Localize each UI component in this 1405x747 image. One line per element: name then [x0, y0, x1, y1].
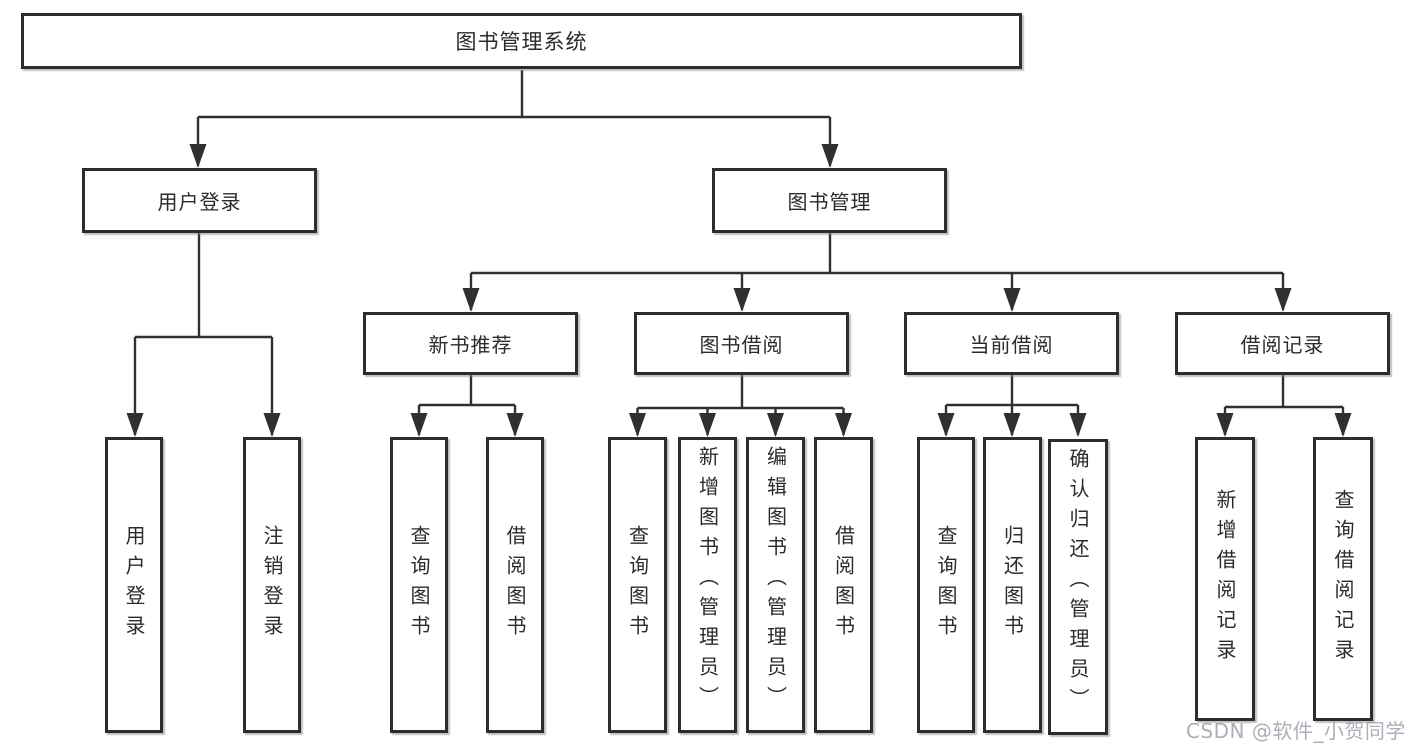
node-label: 查询借阅记录: [1331, 489, 1355, 669]
leaf-records-query-record: 查询借阅记录: [1313, 437, 1373, 721]
node-book-borrow: 图书借阅: [634, 312, 849, 375]
leaf-recommend-borrow-books: 借阅图书: [486, 437, 544, 733]
node-label: 确认归还（管理员）: [1066, 448, 1090, 718]
node-label: 归还图书: [1000, 525, 1025, 645]
node-label: 当前借阅: [969, 333, 1054, 357]
node-label: 查询图书: [625, 525, 650, 645]
leaf-borrow-borrow-books: 借阅图书: [814, 437, 873, 733]
node-label: 查询图书: [407, 525, 431, 645]
node-label: 新增借阅记录: [1213, 489, 1237, 669]
node-user-login: 用户登录: [82, 168, 317, 233]
node-label: 图书管理: [787, 190, 872, 214]
node-label: 借阅图书: [831, 525, 856, 645]
connector-borrow-rail: [637, 375, 844, 410]
node-root-system: 图书管理系统: [21, 13, 1022, 69]
node-label: 图书借阅: [699, 333, 784, 357]
leaf-borrow-query-books: 查询图书: [608, 437, 667, 733]
node-label: 编辑图书（管理员）: [763, 446, 788, 716]
leaf-logout: 注销登录: [243, 437, 301, 733]
node-label: 图书管理系统: [455, 30, 588, 54]
node-new-book-recommend: 新书推荐: [363, 312, 578, 375]
node-label: 借阅记录: [1240, 333, 1325, 357]
connector-bookmgmt-rail: [471, 233, 1283, 275]
node-book-management: 图书管理: [712, 168, 947, 233]
connector-recommend-rail: [419, 375, 515, 407]
leaf-records-add-record: 新增借阅记录: [1195, 437, 1255, 721]
node-label: 新书推荐: [428, 333, 513, 357]
node-label: 用户登录: [157, 190, 242, 214]
leaf-current-return-books: 归还图书: [983, 437, 1042, 733]
connector-records-rail: [1225, 375, 1343, 409]
node-borrow-records: 借阅记录: [1175, 312, 1390, 375]
connector-userlogin-rail: [135, 233, 272, 339]
leaf-current-query-books: 查询图书: [917, 437, 975, 733]
leaf-borrow-add-books-admin: 新增图书（管理员）: [678, 437, 737, 733]
node-label: 借阅图书: [503, 525, 527, 645]
connector-root-rail: [198, 70, 830, 119]
leaf-recommend-query-books: 查询图书: [390, 437, 448, 733]
leaf-current-confirm-return-admin: 确认归还（管理员）: [1048, 439, 1108, 735]
node-label: 查询图书: [934, 525, 958, 645]
node-current-borrow: 当前借阅: [904, 312, 1119, 375]
leaf-user-login: 用户登录: [105, 437, 163, 733]
leaf-borrow-edit-books-admin: 编辑图书（管理员）: [746, 437, 805, 733]
node-label: 用户登录: [122, 525, 146, 645]
node-label: 新增图书（管理员）: [695, 446, 720, 716]
connector-current-rail: [946, 375, 1078, 407]
node-label: 注销登录: [260, 525, 284, 645]
